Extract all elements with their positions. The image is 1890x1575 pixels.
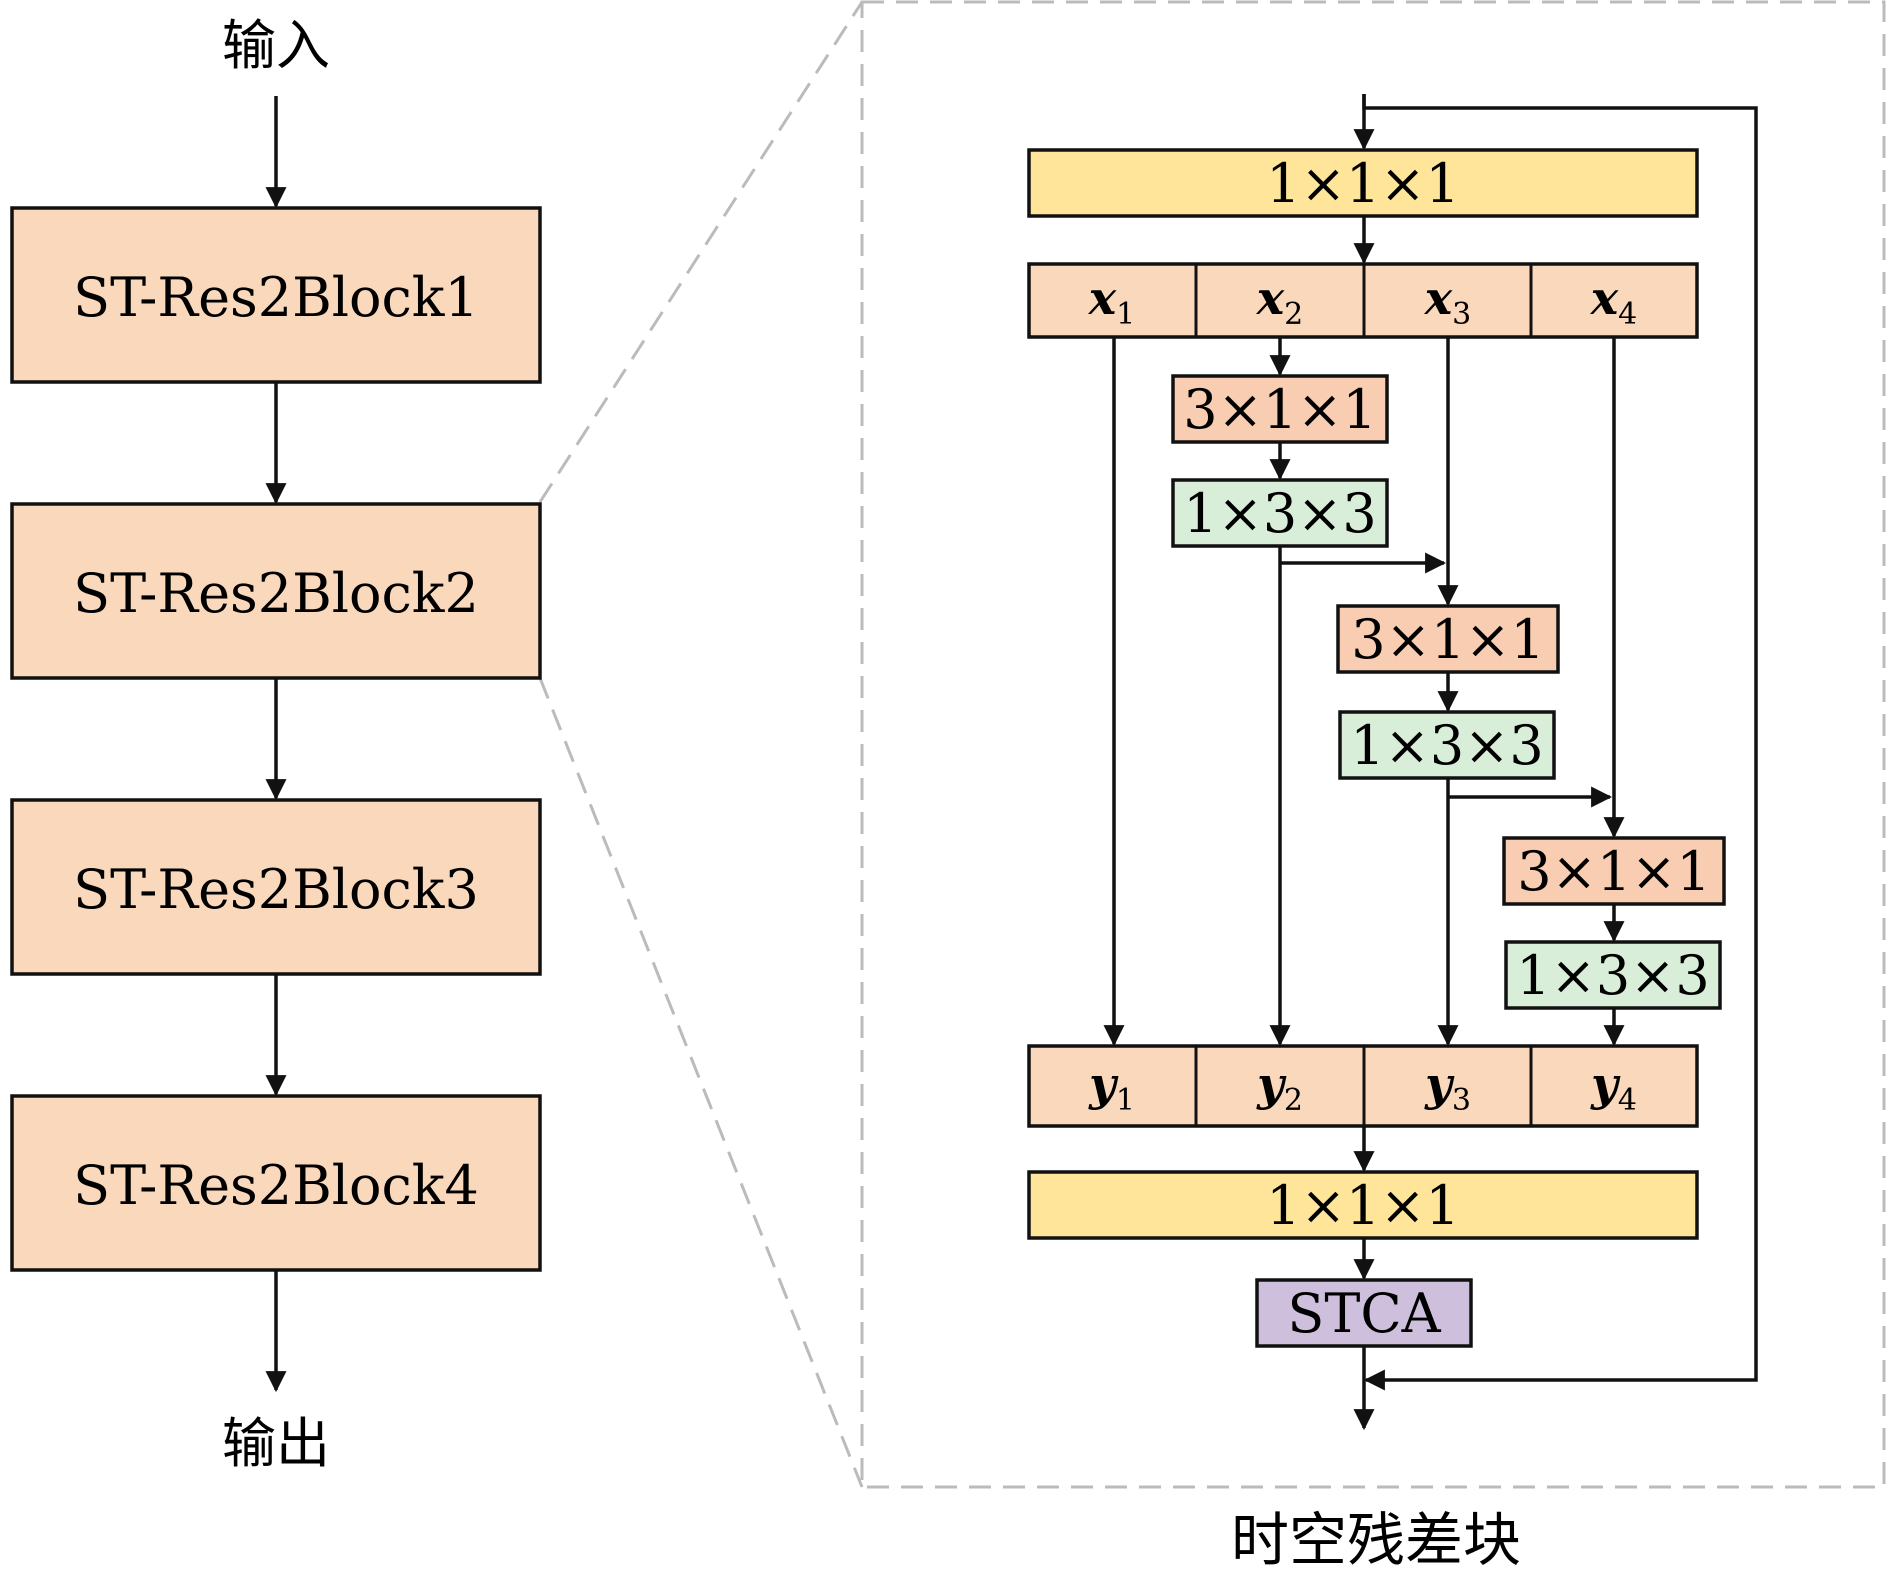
branch3-temporal-label: 3×1×1	[1517, 840, 1711, 903]
block-2-label: ST-Res2Block2	[73, 562, 479, 625]
x1-cell: x1	[1088, 271, 1136, 332]
zoom-line-bottom	[538, 677, 864, 1488]
stca-label: STCA	[1287, 1282, 1441, 1345]
branch2-temporal-label: 3×1×1	[1351, 608, 1545, 671]
left-pipeline: 输入 ST-Res2Block1 ST-Res2Block2 ST-Res2Bl…	[10, 14, 542, 1475]
top-conv-box	[1027, 148, 1699, 218]
x-split-row: x1 x2 x3 x4	[1027, 262, 1699, 339]
block-3	[10, 798, 542, 976]
block-4-label: ST-Res2Block4	[73, 1154, 479, 1217]
stca-box	[1255, 1278, 1473, 1348]
input-label: 输入	[222, 14, 330, 77]
branch3-spatial-label: 1×3×3	[1516, 944, 1710, 1007]
zoom-line-top	[538, 1, 864, 503]
top-conv-label: 1×1×1	[1266, 152, 1460, 215]
dashed-detail-frame	[860, 0, 1886, 1489]
res2block-detail: 1×1×1 x1 x2 x3 x4 3×1×1 1×3×3 3×1×1	[1027, 94, 1758, 1574]
x2-cell: x2	[1256, 271, 1304, 332]
branch1-temporal-box	[1171, 374, 1389, 444]
bottom-conv-label: 1×1×1	[1266, 1174, 1460, 1237]
block-1	[10, 206, 542, 384]
zoom-region	[538, 0, 1886, 1489]
detail-caption: 时空残差块	[1231, 1506, 1521, 1574]
block-3-label: ST-Res2Block3	[73, 858, 479, 921]
block-1-label: ST-Res2Block1	[73, 266, 479, 329]
branch1-spatial-label: 1×3×3	[1183, 482, 1377, 545]
branch3-spatial-box	[1504, 940, 1722, 1010]
output-label: 输出	[222, 1412, 330, 1475]
y4-cell: y4	[1590, 1057, 1637, 1118]
branch2-spatial-box	[1338, 710, 1556, 780]
x4-cell: x4	[1590, 271, 1638, 332]
bottom-conv-box	[1027, 1170, 1699, 1240]
branch1-temporal-label: 3×1×1	[1183, 378, 1377, 441]
y-concat-row: y1 y2 y3 y4	[1027, 1044, 1699, 1128]
y1-cell: y1	[1088, 1057, 1135, 1118]
y2-cell: y2	[1256, 1057, 1303, 1118]
branch2-temporal-box	[1336, 604, 1560, 674]
x3-cell: x3	[1424, 271, 1472, 332]
branch3-temporal-box	[1502, 836, 1726, 906]
y3-cell: y3	[1424, 1057, 1471, 1118]
branch1-spatial-box	[1171, 478, 1389, 548]
branch2-spatial-label: 1×3×3	[1350, 714, 1544, 777]
